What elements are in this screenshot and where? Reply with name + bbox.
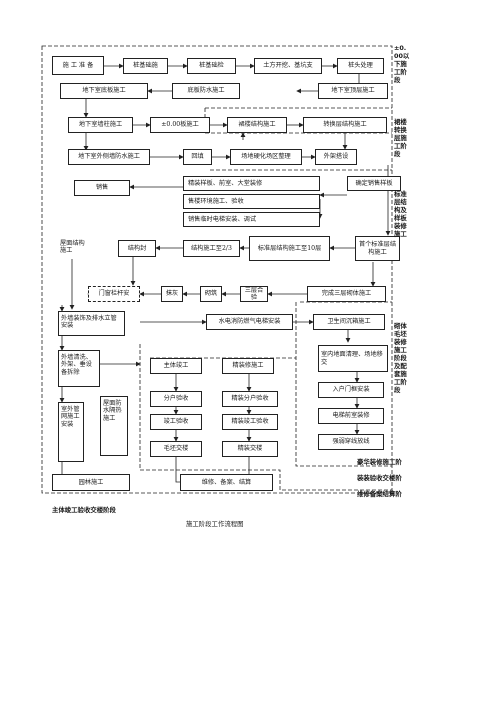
node-door: 入户门框安装 xyxy=(318,382,384,398)
node-base-top: 地下室顶层施工 xyxy=(318,83,388,99)
node-backfill: 回填 xyxy=(183,149,212,165)
node-maint: 维修、备案、结算 xyxy=(180,474,273,491)
stage-label-8: 主体竣工验收交楼阶段 xyxy=(52,506,116,514)
node-pm0: ±0.00板施工 xyxy=(150,117,210,133)
node-sales-lift: 销售临时电梯安装、调试 xyxy=(183,212,320,227)
node-fit-handover: 精装交楼 xyxy=(222,441,278,457)
node-hh-accept: 分户验收 xyxy=(150,391,202,407)
node-podium: 裙楼结构施工 xyxy=(227,117,287,133)
stage-label-1: ±0.00以下施工阶段 xyxy=(394,44,410,84)
stage-label-4: 砌体毛坯装修施工阶段及配套施工阶段 xyxy=(394,322,407,394)
node-pile: 桩基础施 xyxy=(123,58,168,74)
stage-label-5: 豪华装修施工阶 xyxy=(357,458,402,466)
node-sales: 销售 xyxy=(74,180,130,196)
node-fit-work: 精装修施工 xyxy=(222,358,274,374)
node-base-waterproof: 底板防水施工 xyxy=(172,83,240,99)
node-showroom: 精装样板、前室、大堂装修 xyxy=(183,176,320,191)
node-plaster: 抹灰 xyxy=(161,286,183,302)
node-window: 门窗栏杆安 xyxy=(88,286,140,302)
node-ext-decor: 外墙装饰及排水立管安装 xyxy=(58,311,125,336)
node-ext-waterproof: 地下室外侧墙防水施工 xyxy=(68,149,150,165)
node-brick: 砌筑 xyxy=(200,286,222,302)
node-finish: 竣工验收 xyxy=(150,414,202,430)
stage-label-3: 标准层结构及样板装修施工 xyxy=(394,190,407,238)
node-fence: 外架搭设 xyxy=(315,149,357,165)
node-prep: 施 工 准 备 xyxy=(52,56,104,75)
diagram-caption: 施工阶段工作流程图 xyxy=(186,520,244,528)
node-weak: 强弱穿线放线 xyxy=(318,434,384,450)
node-clean: 外墙清洗、外架、垂设备拆除 xyxy=(58,350,100,387)
stage-label-6: 装装验收交楼阶 xyxy=(357,474,402,482)
node-garden: 园林施工 xyxy=(52,474,130,491)
node-base-wall: 地下室墙柱施工 xyxy=(68,117,133,133)
node-capping: 结构封 xyxy=(118,240,156,257)
node-masonry3: 完成三层砌体施工 xyxy=(307,286,386,302)
stage-frame-main xyxy=(41,45,393,494)
node-site: 场地硬化场区整理 xyxy=(230,149,302,165)
node-lift-lobby: 电梯前室装修 xyxy=(318,408,384,424)
node-indoor: 室内地面清理、场地移交 xyxy=(318,345,388,372)
stage-label-2: 裙楼转换层施工阶段 xyxy=(394,118,407,158)
node-pile-check: 桩基础检 xyxy=(187,58,236,74)
node-base-floor: 地下室底板施工 xyxy=(60,83,148,99)
node-roof: 屋面结构施工 xyxy=(58,235,88,259)
node-struct-23: 结构施工至2/3 xyxy=(183,240,240,257)
node-transfer: 转换层结构施工 xyxy=(303,117,387,133)
node-pilehead: 桩头处理 xyxy=(337,58,384,74)
stage-label-7: 维修备案结算阶 xyxy=(357,490,402,498)
node-mep: 水电消防燃气电梯安装 xyxy=(206,314,293,330)
node-confirm-sample: 确定销售样板 xyxy=(347,176,401,191)
node-earthwork: 土方开挖、基坑支 xyxy=(254,58,322,74)
node-fit-hh: 精装分户验收 xyxy=(222,391,278,407)
node-check3: 三层合验 xyxy=(240,286,268,302)
node-std-10: 标准层结构施工至10层 xyxy=(249,236,330,261)
node-pipe: 室外管网施工安装 xyxy=(58,402,84,462)
node-handover: 毛坯交楼 xyxy=(150,441,202,457)
node-sales-env: 售楼环境施工、验收 xyxy=(183,194,320,209)
node-roof-water: 屋面防水隔热施工 xyxy=(100,396,128,456)
node-main-complete: 主体竣工 xyxy=(150,358,202,374)
node-toilet: 卫生间沉箱施工 xyxy=(313,314,385,330)
node-first-std: 首个标准层结构施工 xyxy=(355,236,400,261)
node-fit-finish: 精装竣工验收 xyxy=(222,414,278,430)
